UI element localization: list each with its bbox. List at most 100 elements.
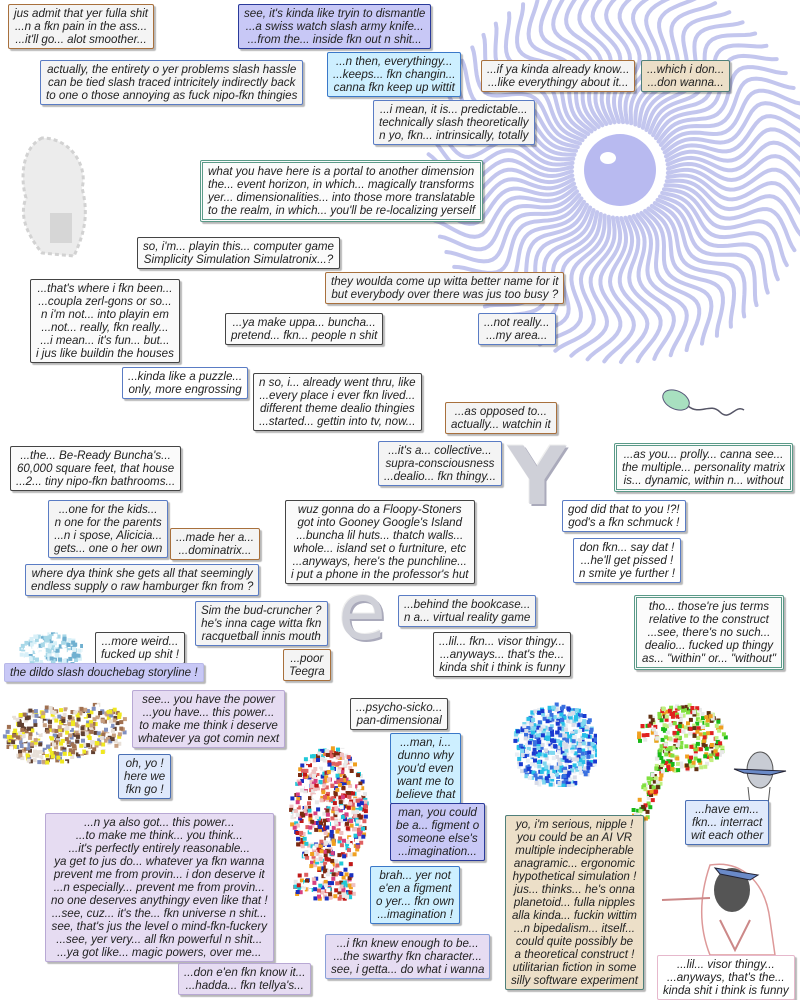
mosaic-dot (290, 815, 295, 820)
mosaic-dot (295, 812, 300, 817)
mosaic-dot (52, 751, 56, 756)
mosaic-dot (85, 703, 90, 708)
mosaic-dot (54, 652, 59, 657)
mosaic-dot (357, 832, 362, 837)
mosaic-dot (517, 764, 522, 769)
mosaic-dot (23, 645, 28, 650)
mosaic-dot (341, 893, 346, 898)
mosaic-dot (562, 736, 567, 741)
mosaic-dot (58, 752, 63, 757)
mosaic-dot (22, 738, 27, 743)
mosaic-dot (24, 640, 29, 645)
mosaic-dot (525, 749, 530, 754)
mosaic-dot (311, 877, 316, 882)
mosaic-dot (30, 742, 35, 747)
mosaic-dot (575, 738, 580, 743)
mosaic-dot (532, 740, 537, 745)
speech-bubble: ...lil... fkn... visor thingy... ...anyw… (433, 632, 572, 677)
mosaic-dot (685, 710, 690, 715)
mosaic-dot (587, 741, 592, 746)
mosaic-dot (349, 823, 354, 828)
mosaic-dot (330, 851, 335, 856)
mosaic-dot (105, 712, 110, 717)
mosaic-dot (356, 827, 361, 832)
mosaic-dot (313, 787, 318, 792)
mosaic-dot (312, 774, 316, 778)
mosaic-dot (546, 713, 551, 718)
mosaic-dot (556, 707, 561, 711)
mosaic-dot (349, 769, 354, 773)
mosaic-dot (705, 718, 710, 723)
swirl-ray (569, 215, 617, 358)
mosaic-dot (112, 726, 117, 731)
mosaic-dot (651, 727, 656, 732)
mosaic-dot (296, 797, 301, 802)
mosaic-dot (51, 728, 56, 733)
mosaic-dot (517, 756, 522, 761)
mosaic-dot (38, 742, 43, 747)
mosaic-dot (323, 883, 328, 888)
mosaic-dot (580, 738, 585, 743)
mosaic-dot (318, 828, 323, 833)
mosaic-dot (330, 768, 335, 773)
mosaic-dot (317, 751, 322, 756)
mosaic-dot (342, 778, 347, 783)
mosaic-dot (586, 734, 591, 739)
mosaic-dot (67, 650, 72, 655)
mosaic-dot (333, 894, 338, 899)
mosaic-dot (706, 754, 711, 759)
mosaic-dot (693, 753, 698, 758)
mosaic-dot (592, 762, 597, 767)
mosaic-dot (692, 733, 697, 738)
mosaic-dot (706, 731, 711, 736)
mosaic-dot (516, 729, 520, 734)
mosaic-dot (355, 810, 359, 814)
mosaic-dot (69, 727, 74, 732)
mosaic-dot (343, 804, 348, 809)
mosaic-dot (87, 736, 92, 740)
mosaic-dot (646, 776, 651, 781)
mosaic-dot (574, 708, 579, 713)
mosaic-dot (681, 713, 686, 718)
mosaic-dot (526, 767, 531, 771)
speech-bubble: man, you could be a... figment o someone… (390, 803, 486, 861)
speech-bubble: ...that's where i fkn been... ...coupla … (30, 279, 180, 363)
mosaic-dot (36, 717, 41, 722)
mosaic-dot (34, 649, 39, 653)
mosaic-dot (32, 640, 37, 645)
mosaic-dot (554, 702, 559, 707)
mosaic-dot (321, 866, 326, 871)
mosaic-dot (17, 723, 22, 728)
mosaic-dot (537, 782, 542, 787)
mosaic-dot (84, 731, 89, 736)
mosaic-dot (37, 760, 42, 765)
mosaic-dot (653, 731, 658, 736)
mosaic-dot (108, 709, 113, 714)
mosaic-dot (544, 765, 549, 770)
mosaic-dot (662, 723, 667, 728)
mosaic-dot (330, 881, 334, 886)
mosaic-dot (347, 859, 352, 864)
mosaic-dot (40, 643, 45, 648)
mosaic-dot (80, 644, 83, 648)
mosaic-dot (307, 843, 311, 848)
mosaic-dot (537, 752, 542, 757)
mosaic-dot (664, 717, 669, 722)
mosaic-dot (339, 802, 344, 807)
mosaic-dot (549, 724, 554, 729)
mosaic-dot (52, 742, 56, 747)
mosaic-dot (300, 788, 305, 793)
mosaic-dot (654, 766, 659, 771)
mosaic-dot (355, 847, 360, 852)
mosaic-dot (567, 758, 572, 763)
mosaic-dot (68, 748, 73, 753)
mosaic-dot (61, 640, 66, 645)
mosaic-dot (551, 750, 556, 755)
mosaic-dot (354, 821, 359, 826)
mosaic-dot (51, 636, 56, 641)
mosaic-dot (343, 793, 348, 798)
mosaic-dot (692, 723, 697, 728)
mosaic-dot (94, 711, 98, 716)
mosaic-dot (27, 742, 31, 747)
mosaic-dot (558, 733, 563, 738)
